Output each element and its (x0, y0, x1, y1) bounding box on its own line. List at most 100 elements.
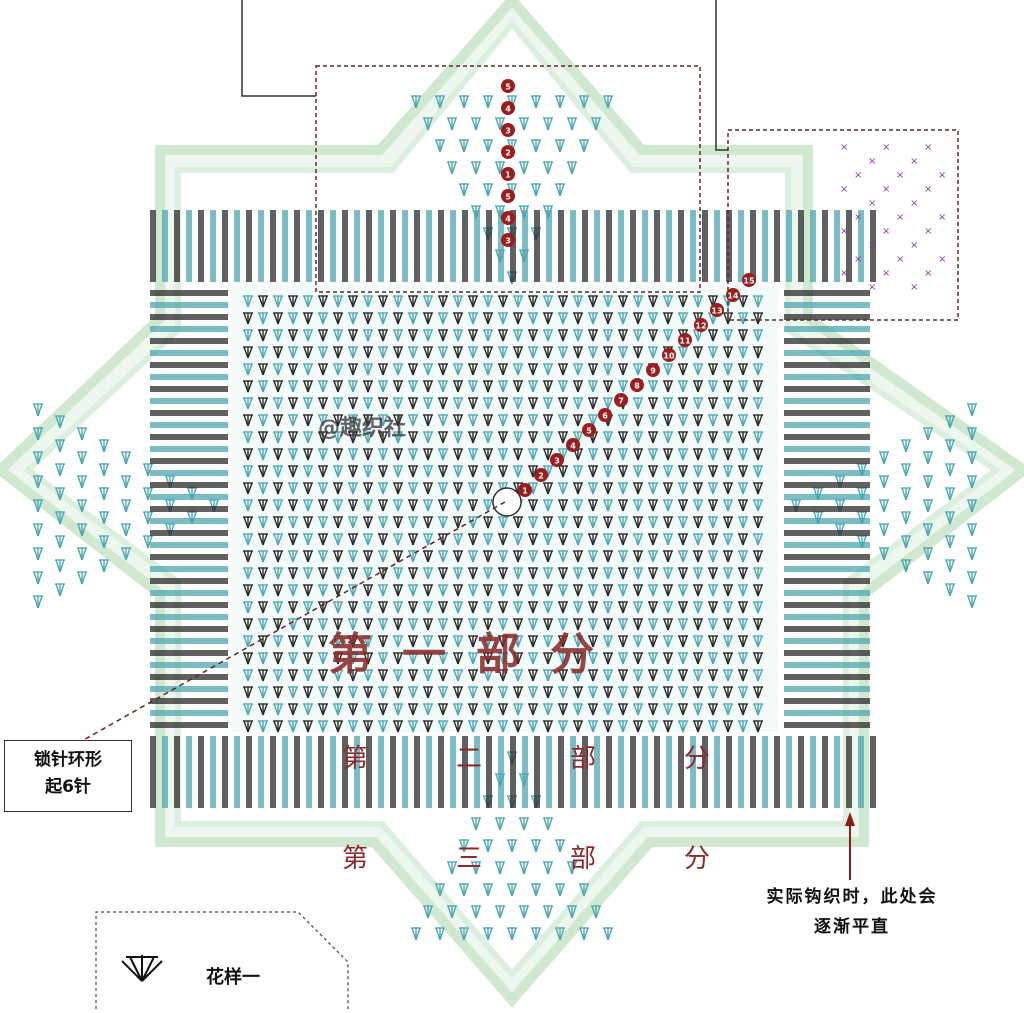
corner-x-mark: × (840, 268, 848, 279)
border-bar (784, 578, 870, 584)
round-marker-diagonal: 4 (566, 438, 580, 452)
border-bar (784, 506, 870, 512)
stitch-symbol (55, 536, 65, 548)
corner-x-mark: × (896, 170, 904, 181)
corner-detail-group: ××××××××××××××××××××××××××××× (840, 142, 946, 293)
border-bar (594, 210, 600, 282)
stitch-symbol (33, 404, 43, 416)
stitch-symbol (923, 548, 933, 560)
round-marker-top: 1 (501, 167, 515, 181)
corner-x-mark: × (910, 156, 918, 167)
stitch-symbol (967, 572, 977, 584)
border-bar (784, 602, 870, 608)
stitch-symbol (55, 560, 65, 572)
border-bar (784, 614, 870, 620)
border-bar (234, 736, 240, 808)
border-bar (150, 602, 228, 608)
border-bar (762, 210, 768, 282)
border-bar (270, 210, 276, 282)
round-marker-diagonal: 10 (662, 348, 676, 362)
border-bar (150, 482, 228, 488)
border-bar (162, 736, 168, 808)
legend-box (96, 912, 348, 1009)
stitch-symbol (55, 584, 65, 596)
start-note-line-1: 锁针环形 (5, 747, 131, 774)
corner-x-mark: × (938, 170, 946, 181)
corner-x-mark: × (910, 282, 918, 293)
border-bar (306, 210, 312, 282)
round-marker-diagonal: 5 (582, 423, 596, 437)
border-bar (150, 566, 228, 572)
stitch-symbol (99, 560, 109, 572)
corner-x-mark: × (840, 142, 848, 153)
border-bar (784, 674, 870, 680)
stitch-symbol (33, 572, 43, 584)
border-bar (784, 590, 870, 596)
border-bar (784, 290, 870, 296)
border-bar (786, 210, 792, 282)
corner-x-mark: × (924, 226, 932, 237)
border-bar (150, 494, 228, 500)
corner-x-mark: × (840, 226, 848, 237)
border-bar (798, 736, 804, 808)
corner-x-mark: × (868, 240, 876, 251)
border-bar (150, 542, 228, 548)
round-marker-diagonal: 13 (710, 303, 724, 317)
border-bar (258, 736, 264, 808)
border-bar (784, 446, 870, 452)
border-bar (784, 434, 870, 440)
border-bar (234, 210, 240, 282)
border-bar (784, 566, 870, 572)
part-two-label: 第二部分 (342, 738, 798, 775)
corner-x-mark: × (882, 142, 890, 153)
round-marker-diagonal: 14 (726, 288, 740, 302)
border-bar (822, 736, 828, 808)
border-bar (150, 434, 228, 440)
border-bar (318, 210, 324, 282)
corner-x-mark: × (882, 226, 890, 237)
border-bar (150, 446, 228, 452)
stitch-symbol (923, 572, 933, 584)
border-bar (150, 638, 228, 644)
border-bar (258, 210, 264, 282)
border-bar (210, 210, 216, 282)
corner-x-mark: × (868, 282, 876, 293)
border-bar (330, 736, 336, 808)
round-marker-top: 2 (501, 145, 515, 159)
border-bar (784, 638, 870, 644)
border-bar (150, 736, 156, 808)
stitch-symbol (945, 536, 955, 548)
border-bar (150, 350, 228, 356)
border-bar (150, 530, 228, 536)
border-bar (606, 210, 612, 282)
watermark: @趣织社 (318, 410, 406, 442)
border-bar (150, 374, 228, 380)
border-bar (784, 314, 870, 320)
border-bar (342, 210, 348, 282)
border-bar (846, 736, 852, 808)
border-bar (318, 736, 324, 808)
border-bar (784, 362, 870, 368)
leader-line-right (716, 0, 728, 150)
corner-x-mark: × (924, 142, 932, 153)
border-bar (150, 422, 228, 428)
border-bar (150, 506, 228, 512)
border-bar (150, 290, 228, 296)
round-marker-top: 4 (501, 211, 515, 225)
edge-note-line-2: 逐渐平直 (716, 912, 988, 942)
round-marker-diagonal: 12 (694, 318, 708, 332)
round-marker-diagonal: 7 (614, 393, 628, 407)
border-bar (630, 210, 636, 282)
border-bar (810, 210, 816, 282)
border-bar (784, 710, 870, 716)
border-bar (150, 674, 228, 680)
border-bar (784, 662, 870, 668)
border-bar (784, 686, 870, 692)
border-bar (246, 210, 252, 282)
border-bar (784, 350, 870, 356)
border-bar (222, 210, 228, 282)
part-three-label: 第三部分 (342, 838, 798, 875)
round-marker-top: 5 (501, 189, 515, 203)
border-bar (366, 210, 372, 282)
